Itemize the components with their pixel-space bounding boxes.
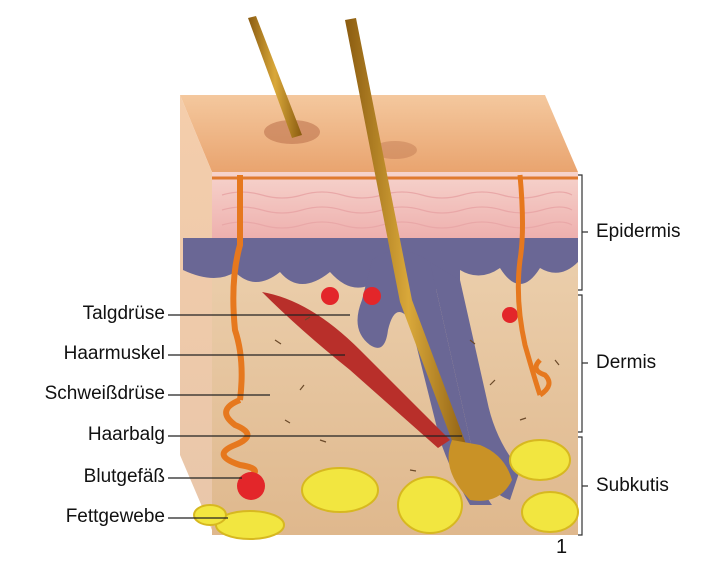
label-schweissdruese: Schweißdrüse <box>45 383 165 405</box>
label-subkutis: Subkutis <box>596 475 669 497</box>
figure-number: 1 <box>556 536 567 559</box>
label-haarbalg: Haarbalg <box>88 424 165 446</box>
label-blutgefaess: Blutgefäß <box>84 466 165 488</box>
label-dermis: Dermis <box>596 352 656 374</box>
label-epidermis: Epidermis <box>596 221 680 243</box>
bracket-subcutis <box>578 437 588 535</box>
label-haarmuskel: Haarmuskel <box>64 343 165 365</box>
label-talgdruese: Talgdrüse <box>83 303 165 325</box>
bracket-dermis <box>578 295 588 432</box>
blood-vessel <box>237 472 265 500</box>
bracket-epidermis <box>578 175 588 290</box>
label-fettgewebe: Fettgewebe <box>66 506 165 528</box>
